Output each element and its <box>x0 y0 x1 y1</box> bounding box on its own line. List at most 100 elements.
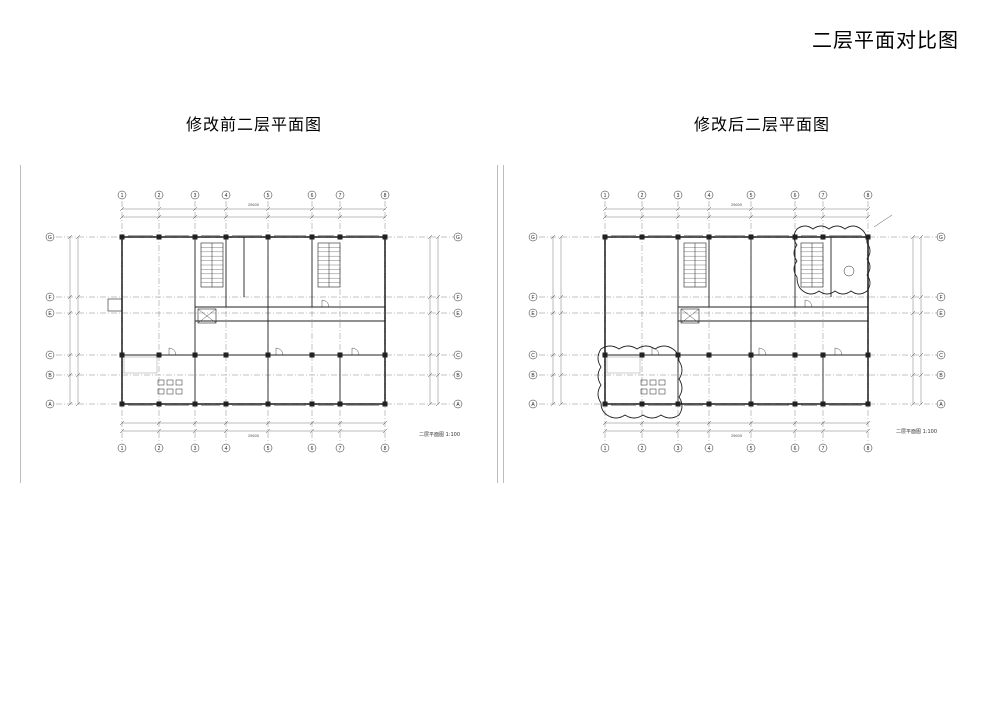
grid-bubble <box>453 399 463 409</box>
dimension-tick <box>156 206 162 212</box>
grid-bubble <box>45 232 55 242</box>
door-swing <box>321 299 330 308</box>
structural-column <box>382 234 388 240</box>
dimension-tick <box>910 310 916 316</box>
grid-column-label: 5 <box>267 446 270 452</box>
elevator-cross <box>197 308 217 324</box>
structural-column <box>706 401 712 407</box>
grid-bubble <box>263 190 273 200</box>
structural-column <box>156 234 162 240</box>
structural-column <box>820 234 826 240</box>
grid-bubble <box>221 443 231 453</box>
dimension-tick <box>435 352 441 358</box>
grid-column-label: 4 <box>708 193 711 199</box>
grid-row-label: G <box>531 235 535 241</box>
door-swing <box>651 347 660 356</box>
dimension-tick <box>558 352 564 358</box>
grid-bubble <box>863 190 873 200</box>
structural-column <box>337 352 343 358</box>
grid-column-label: 5 <box>267 193 270 199</box>
dimension-tick <box>427 294 433 300</box>
door-swing <box>168 347 177 356</box>
grid-column-label: 4 <box>708 446 711 452</box>
sheet-divider-center <box>497 165 498 483</box>
structural-column <box>748 401 754 407</box>
dimension-tick <box>639 206 645 212</box>
dimension-tick <box>119 428 125 434</box>
structural-column <box>192 352 198 358</box>
dimension-tick <box>192 428 198 434</box>
grid-row-label: B <box>531 373 535 379</box>
dimension-tick <box>435 372 441 378</box>
door-swing <box>804 299 813 308</box>
structural-column <box>337 234 343 240</box>
grid-row-label: E <box>939 311 943 317</box>
dimension-tick <box>792 428 798 434</box>
dimension-tick <box>427 234 433 240</box>
structural-column <box>192 234 198 240</box>
dimension-tick <box>382 214 388 220</box>
grid-bubble <box>818 443 828 453</box>
grid-bubble <box>45 399 55 409</box>
dimension-tick <box>75 310 81 316</box>
grid-column-label: 2 <box>641 446 644 452</box>
grid-bubble <box>704 190 714 200</box>
grid-bubble <box>637 190 647 200</box>
structural-column <box>602 234 608 240</box>
grid-column-label: 6 <box>794 193 797 199</box>
structural-column <box>223 401 229 407</box>
grid-row-label: B <box>939 373 943 379</box>
grid-column-label: 1 <box>604 193 607 199</box>
dimension-tick <box>865 214 871 220</box>
dimension-tick <box>67 352 73 358</box>
grid-column-label: 8 <box>384 446 387 452</box>
dimension-tick <box>192 214 198 220</box>
structural-column <box>865 352 871 358</box>
grid-bubble <box>307 190 317 200</box>
plan-after-title: 修改后二层平面图 <box>694 117 831 134</box>
structural-column <box>265 234 271 240</box>
door-swing <box>758 347 767 356</box>
dimension-tick <box>435 234 441 240</box>
toilet-fixture <box>640 388 648 395</box>
dimension-tick <box>820 214 826 220</box>
dimension-tick <box>558 294 564 300</box>
dimension-tick <box>265 420 271 426</box>
grid-row-label: E <box>531 311 535 317</box>
grid-bubble <box>818 190 828 200</box>
structural-column <box>309 234 315 240</box>
total-dimension-top: 29600 <box>248 202 260 207</box>
dimension-tick <box>910 234 916 240</box>
grid-bubble <box>863 443 873 453</box>
dimension-tick <box>639 428 645 434</box>
total-dimension-bottom: 29600 <box>248 433 260 438</box>
dimension-tick <box>265 206 271 212</box>
grid-bubble <box>936 399 946 409</box>
dimension-tick <box>558 310 564 316</box>
dimension-tick <box>865 420 871 426</box>
grid-row-label: A <box>48 402 52 408</box>
grid-bubble <box>936 292 946 302</box>
grid-column-label: 4 <box>225 446 228 452</box>
grid-bubble <box>528 370 538 380</box>
structural-column <box>119 352 125 358</box>
dimension-tick <box>337 428 343 434</box>
dimension-tick <box>550 372 556 378</box>
grid-column-label: 2 <box>158 446 161 452</box>
dimension-tick <box>427 310 433 316</box>
exterior-wall <box>604 236 869 405</box>
grid-row-label: F <box>531 295 534 301</box>
grid-column-label: 4 <box>225 193 228 199</box>
dimension-tick <box>427 401 433 407</box>
structural-column <box>265 352 271 358</box>
grid-row-label: F <box>456 295 459 301</box>
dimension-tick <box>675 206 681 212</box>
dimension-tick <box>918 294 924 300</box>
elevator-shaft <box>197 308 217 324</box>
grid-bubble <box>380 443 390 453</box>
dimension-tick <box>427 352 433 358</box>
grid-column-label: 6 <box>794 446 797 452</box>
grid-row-label: B <box>456 373 460 379</box>
grid-bubble <box>335 190 345 200</box>
